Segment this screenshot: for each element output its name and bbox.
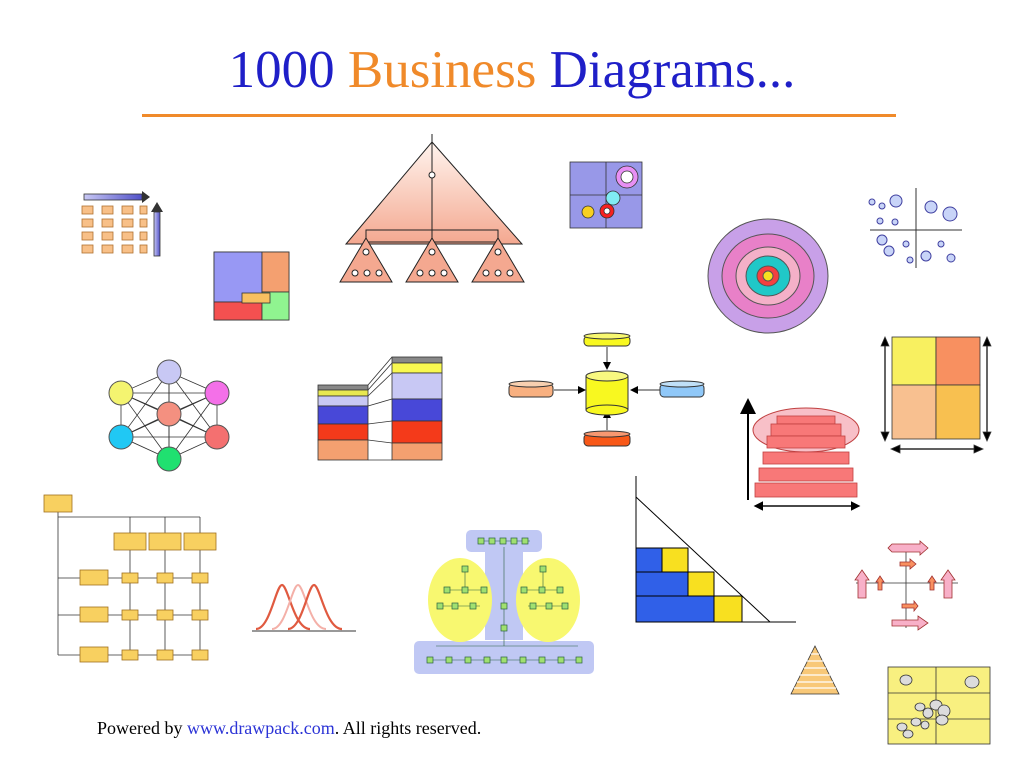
network-node-diagram: [108, 359, 230, 472]
quadrant-bubble-diagram: [569, 161, 643, 229]
footer-suffix: . All rights reserved.: [334, 718, 482, 738]
stepped-pyramid-chart: [740, 398, 861, 511]
org-chart-grid-diagram: [43, 494, 217, 663]
title-number: 1000: [228, 41, 348, 99]
database-hub-diagram: [508, 332, 705, 447]
bell-curves-chart: [252, 583, 356, 632]
cluster-hierarchy-diagram: [414, 530, 594, 674]
concentric-target-diagram: [707, 218, 829, 334]
stacked-bar-diagram: [317, 356, 443, 461]
four-quadrant-diagram: [880, 336, 992, 454]
footer-credit: Powered by www.drawpack.com. All rights …: [97, 718, 481, 739]
bubble-matrix-diagram: [887, 666, 991, 745]
page-title: 1000 Business Diagrams...: [0, 40, 1024, 100]
triangle-staircase-diagram: [635, 476, 796, 623]
scatter-quadrant-diagram: [868, 188, 962, 268]
title-underline: [142, 114, 896, 117]
footer-link[interactable]: www.drawpack.com: [186, 718, 335, 738]
title-business: Business: [347, 41, 550, 99]
arrow-cross-diagram: [854, 540, 958, 631]
striped-pyramid-diagram: [790, 645, 840, 695]
grid-matrix-diagram: [81, 191, 163, 257]
footer-prefix: Powered by: [97, 718, 187, 738]
title-diagrams: Diagrams...: [549, 41, 796, 99]
hierarchy-triangle-diagram: [339, 134, 525, 283]
block-square-diagram: [213, 251, 290, 321]
